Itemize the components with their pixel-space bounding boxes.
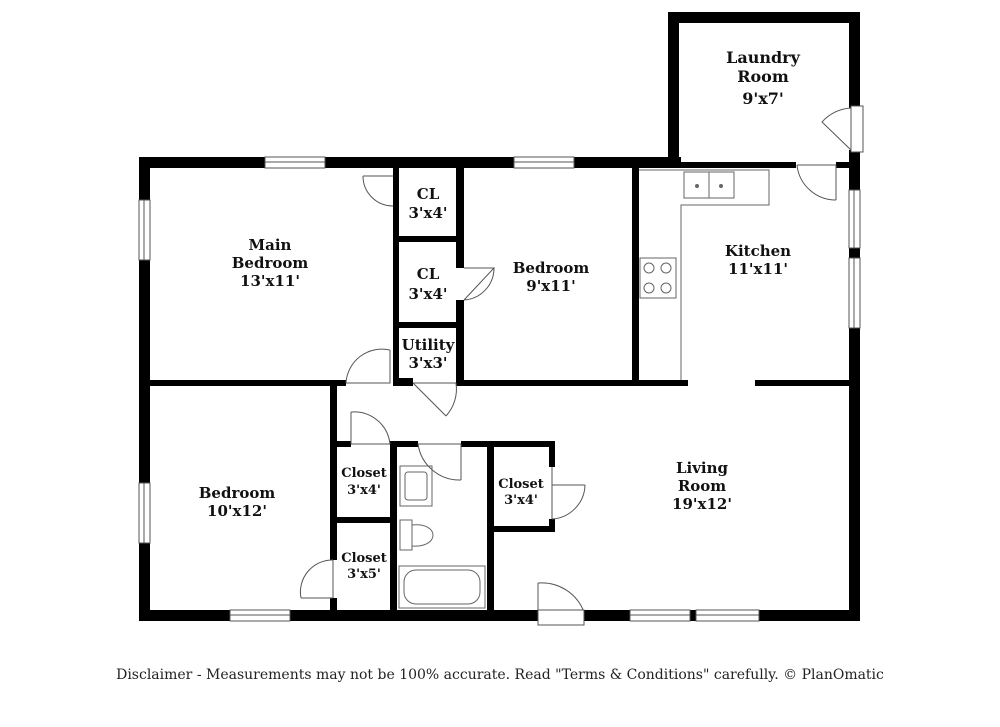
wall-closet-mid [337, 517, 393, 523]
door-bath [417, 443, 462, 481]
label-kitchen-size: 11'x11' [728, 260, 788, 278]
label-closet-c-size: 3'x4' [504, 493, 538, 508]
label-closet-a-name: Closet [341, 466, 387, 481]
door-cl-lower [463, 267, 496, 301]
label-bedroom-left-size: 10'x12' [207, 502, 267, 520]
wall-laundry-bottom-b [836, 162, 850, 168]
label-closet-b-name: Closet [341, 551, 387, 566]
label-bedroom-mid-size: 9'x11' [526, 277, 575, 295]
label-laundry-size: 9'x7' [742, 89, 784, 108]
label-laundry-name-1: Laundry [726, 48, 801, 67]
wall-closet-left [393, 168, 399, 381]
label-closet-b-size: 3'x5' [347, 567, 381, 582]
wall-closet-c-right-b [549, 519, 555, 531]
stove-icon [639, 257, 677, 299]
label-closet-a-size: 3'x4' [347, 483, 381, 498]
door-closet-a [350, 411, 391, 445]
wall-closet-c-right [549, 441, 555, 467]
wall-laundry-top [668, 12, 860, 23]
wall-laundry-right-lower [849, 150, 860, 170]
wall-closet-right [456, 168, 464, 268]
wall-utility-bottom [393, 378, 413, 386]
label-laundry-name-2: Room [737, 67, 789, 86]
label-living-name-2: Room [678, 477, 726, 495]
label-living-size: 19'x12' [672, 495, 732, 513]
label-main-bedroom-name-2: Bedroom [232, 254, 309, 272]
wall-top-main [139, 157, 681, 168]
wall-mid-left [150, 380, 346, 386]
door-utility [412, 382, 457, 417]
wall-bedroom-kitchen [632, 168, 639, 381]
wall-laundry-left [668, 12, 679, 167]
wall-closet-right-b [456, 300, 464, 381]
label-closet-c-name: Closet [498, 477, 544, 492]
toilet-icon [399, 519, 434, 551]
wall-closet-c-bottom [494, 526, 555, 532]
wall-bath-right [487, 441, 494, 612]
label-bedroom-mid-name: Bedroom [513, 259, 590, 277]
label-bedroom-left-name: Bedroom [199, 484, 276, 502]
label-main-bedroom-size: 13'x11' [240, 272, 300, 290]
door-laundry-kitchen [796, 164, 837, 201]
wall-cl-divider-1 [393, 236, 464, 242]
wall-closet-a-top [337, 441, 351, 447]
label-utility-name: Utility [402, 336, 456, 354]
bathtub-icon [398, 565, 486, 609]
walls [139, 12, 860, 621]
disclaimer-text: Disclaimer - Measurements may not be 100… [116, 667, 884, 683]
label-main-bedroom-name-1: Main [249, 236, 292, 254]
door-closet-b [299, 559, 334, 599]
kitchen-counter [639, 169, 770, 380]
wall-laundry-right [849, 12, 860, 108]
label-cl-upper-name: CL [417, 185, 440, 203]
label-utility-size: 3'x3' [408, 354, 447, 372]
wall-left [139, 157, 150, 621]
door-closet-c [551, 467, 586, 520]
wall-closet-a-right [390, 441, 397, 612]
wall-cl-divider-2 [393, 322, 464, 328]
door-laundry-exterior [821, 107, 852, 151]
doors [299, 105, 864, 626]
wall-mid-right [755, 380, 849, 386]
wall-bedroom-left-right-b [330, 598, 337, 612]
label-cl-upper-size: 3'x4' [408, 204, 447, 222]
wall-laundry-bottom [679, 162, 796, 168]
windows [138, 156, 861, 622]
wall-right [849, 164, 860, 621]
label-cl-lower-name: CL [417, 265, 440, 283]
label-living-name-1: Living [676, 459, 729, 477]
label-kitchen-name: Kitchen [725, 242, 791, 260]
label-cl-lower-size: 3'x4' [408, 285, 447, 303]
fixtures [398, 169, 770, 609]
door-main-bedroom [345, 348, 391, 384]
bath-sink-icon [399, 465, 433, 507]
wall-bath-top [397, 441, 418, 447]
wall-bath-top-b [461, 441, 555, 447]
wall-bottom [139, 610, 860, 621]
wall-bedroom-left-right [330, 380, 337, 560]
room-labels: Laundry Room 9'x7' Main Bedroom 13'x11' … [199, 48, 801, 582]
wall-mid-center [456, 380, 688, 386]
door-cl-upper [362, 175, 394, 207]
